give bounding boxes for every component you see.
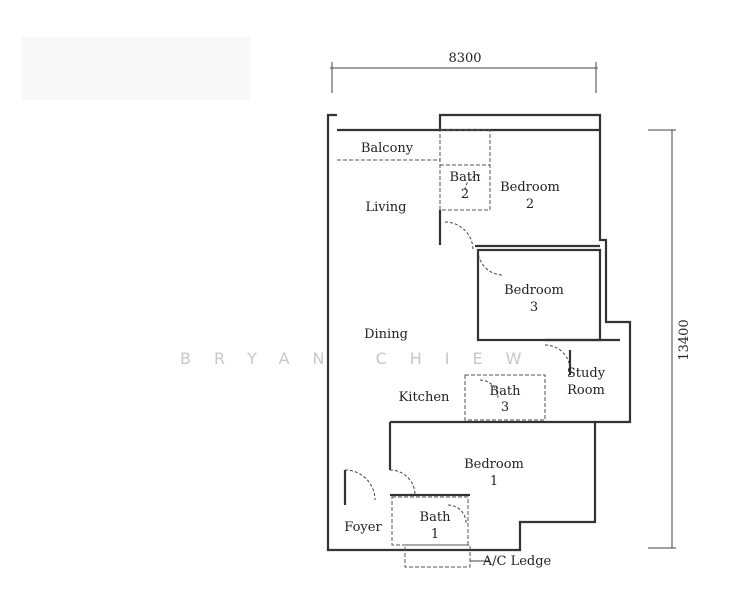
depth-dimension-line xyxy=(648,129,676,549)
room-bedroom2-label: Bedroom xyxy=(500,180,560,195)
width-dimension-line xyxy=(330,62,598,93)
depth-dimension: 13400 xyxy=(677,319,692,360)
room-living: Living xyxy=(366,200,407,215)
room-bath2-number: 2 xyxy=(461,187,469,202)
room-bath3-label: Bath xyxy=(490,384,522,399)
room-bedroom1-number: 1 xyxy=(490,474,498,489)
room-bath3-number: 3 xyxy=(501,400,509,415)
doors xyxy=(344,174,571,524)
room-study-label: Study xyxy=(567,366,606,381)
room-bath1-number: 1 xyxy=(431,527,439,542)
room-bath2-label: Bath xyxy=(450,170,482,185)
room-foyer: Foyer xyxy=(344,520,382,535)
blank-header-area xyxy=(22,37,250,100)
room-study-label-2: Room xyxy=(567,383,605,398)
ac-ledge-label: A/C Ledge xyxy=(482,554,552,569)
room-bedroom1-label: Bedroom xyxy=(464,457,524,472)
room-kitchen: Kitchen xyxy=(399,390,450,405)
walls xyxy=(326,113,632,568)
room-bedroom3-number: 3 xyxy=(530,300,538,315)
room-balcony: Balcony xyxy=(361,141,414,156)
room-bath1-label: Bath xyxy=(420,510,452,525)
room-bedroom2-number: 2 xyxy=(526,197,534,212)
watermark: BRYAN CHIEW xyxy=(180,349,544,368)
room-dining: Dining xyxy=(364,327,408,342)
room-bedroom3-label: Bedroom xyxy=(504,283,564,298)
width-dimension: 8300 xyxy=(448,51,481,66)
